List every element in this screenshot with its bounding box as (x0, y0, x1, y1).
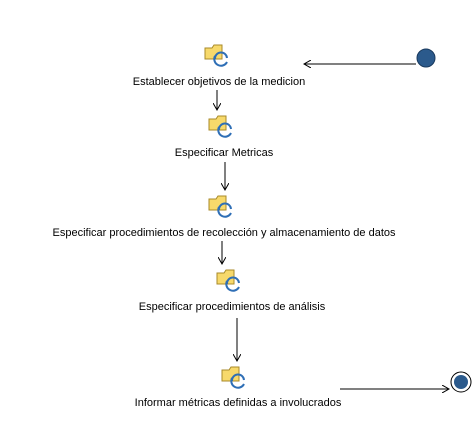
activity-task-icon[interactable] (204, 44, 228, 67)
activity-label[interactable]: Establecer objetivos de la medicion (132, 76, 306, 88)
activity-label[interactable]: Especificar procedimientos de recolecció… (52, 227, 396, 239)
activity-label[interactable]: Especificar Metricas (174, 147, 274, 159)
activity-task-icon[interactable] (216, 269, 240, 292)
activity-task-icon[interactable] (208, 115, 232, 138)
activity-label[interactable]: Informar métricas definidas a involucrad… (134, 397, 342, 409)
final-node[interactable] (454, 375, 468, 389)
initial-node[interactable] (416, 48, 436, 68)
activity-label[interactable]: Especificar procedimientos de análisis (138, 301, 326, 313)
activity-task-icon[interactable] (208, 195, 232, 218)
activity-task-icon[interactable] (221, 366, 245, 389)
